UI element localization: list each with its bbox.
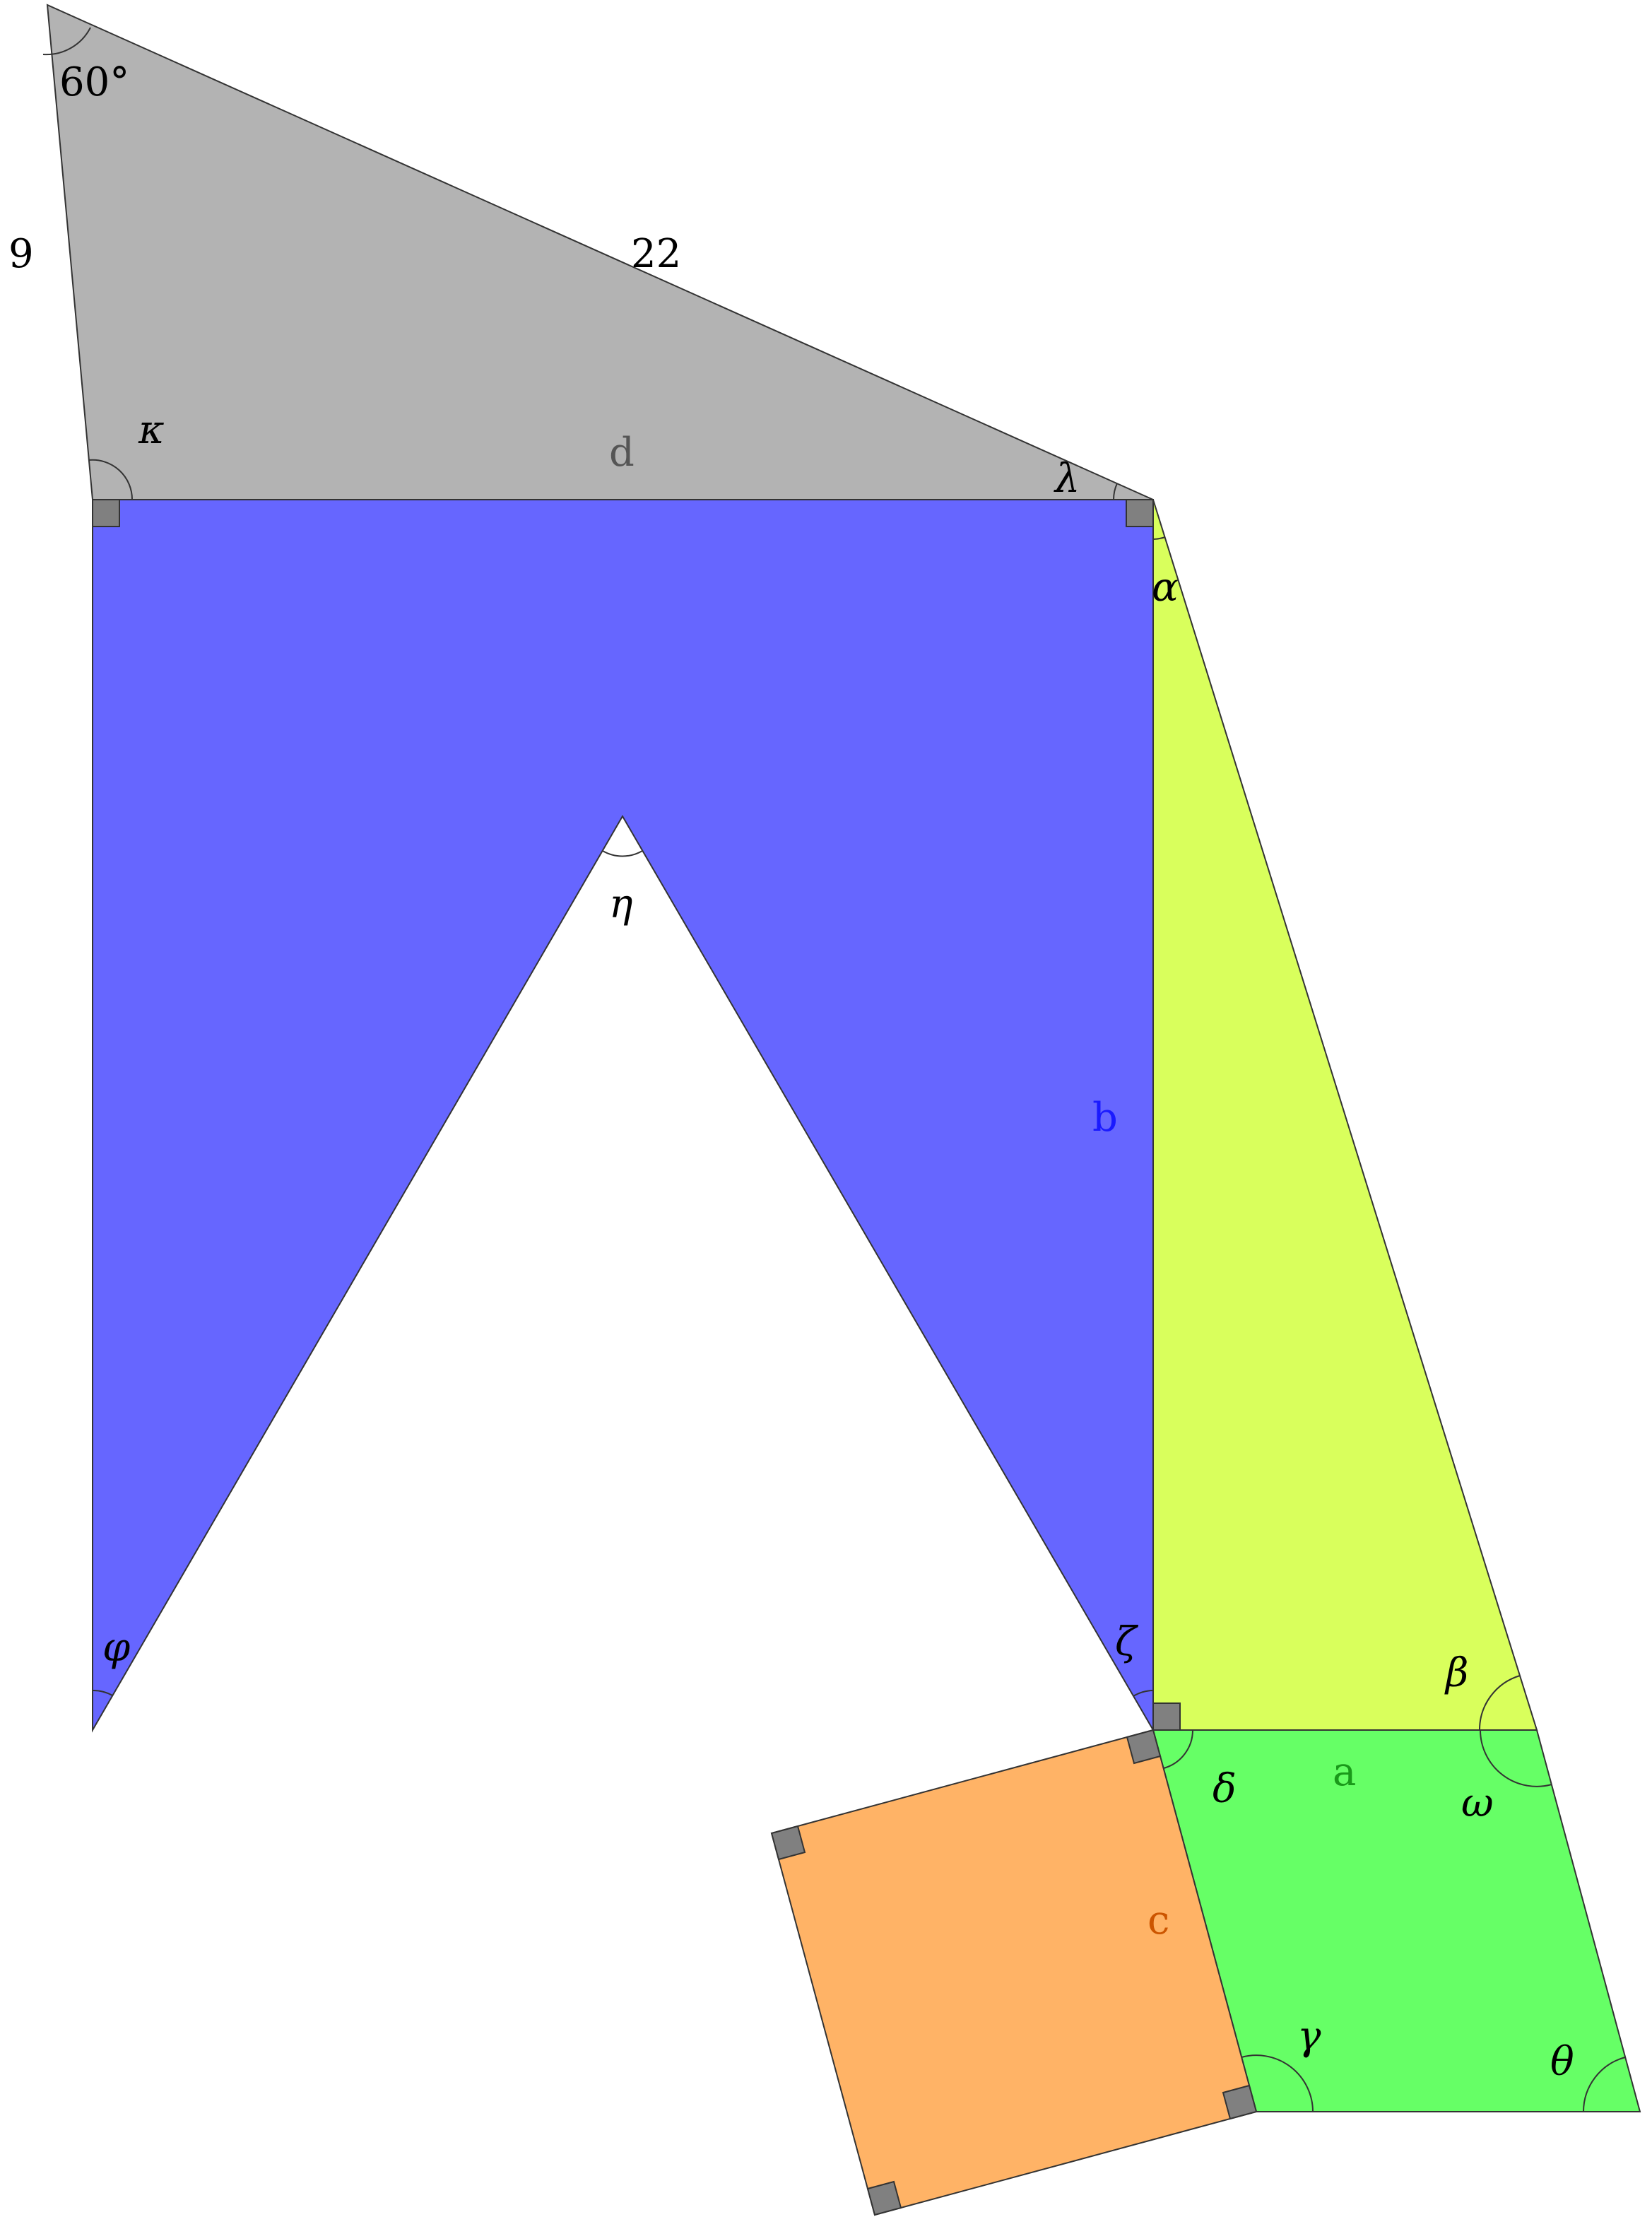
label-alpha: α <box>1152 565 1179 611</box>
label-zeta: ζ <box>1115 1619 1139 1665</box>
arc-60 <box>42 27 91 56</box>
label-side-c: c <box>1147 1898 1169 1943</box>
label-lambda: λ <box>1054 456 1080 502</box>
arc-zeta <box>1133 1690 1154 1697</box>
arc-gamma <box>1241 2054 1314 2112</box>
label-theta: θ <box>1550 2039 1574 2085</box>
label-side-9: 9 <box>8 231 34 277</box>
label-omega: ω <box>1461 1780 1494 1826</box>
arc-theta <box>1583 2057 1626 2112</box>
label-phi: φ <box>102 1625 130 1671</box>
lime-right-triangle <box>1152 499 1538 1731</box>
angle-arcs <box>42 27 1626 2112</box>
arc-alpha <box>1152 536 1166 540</box>
arc-lambda <box>1113 483 1118 500</box>
label-beta: β <box>1444 1650 1468 1696</box>
arc-omega <box>1480 1729 1552 1787</box>
arc-beta <box>1478 1675 1521 1731</box>
right-angle-marker-blue-top-right <box>1126 499 1154 527</box>
right-angle-marker-orange-right <box>1222 2084 1258 2120</box>
label-side-22: 22 <box>631 231 681 277</box>
label-side-a: a <box>1333 1749 1356 1795</box>
right-angle-marker-orange-left <box>770 1825 806 1861</box>
label-gamma: γ <box>1297 2013 1321 2059</box>
right-angle-markers <box>92 499 1258 2216</box>
right-angle-marker-orange-top <box>1126 1729 1162 1765</box>
right-angle-marker-lime <box>1152 1702 1181 1731</box>
right-angle-marker-orange-bottom <box>866 2180 902 2216</box>
label-side-b: b <box>1092 1095 1118 1141</box>
arc-eta <box>602 850 643 857</box>
label-angle-60: 60° <box>59 59 129 105</box>
label-kappa: κ <box>138 407 165 453</box>
label-eta: η <box>609 881 633 927</box>
blue-notched-rectangle <box>92 499 1154 1733</box>
arc-kappa <box>88 459 134 500</box>
label-delta: δ <box>1213 1766 1237 1812</box>
label-side-d: d <box>609 430 635 476</box>
arc-delta <box>1163 1729 1194 1769</box>
arc-phi <box>92 1689 113 1696</box>
gray-triangle <box>46 4 1154 500</box>
right-angle-marker-blue-top-left <box>92 499 120 527</box>
